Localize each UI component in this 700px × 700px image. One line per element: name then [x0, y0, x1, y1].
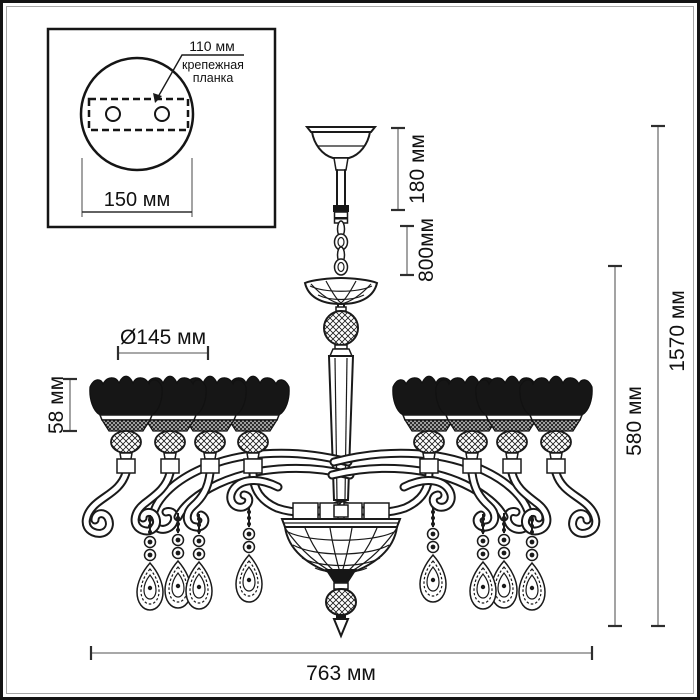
mounting-hole-right	[154, 106, 170, 122]
inner-frame-line	[6, 6, 694, 694]
inset-border	[46, 27, 277, 229]
dimension-body-height: 580 мм	[608, 264, 646, 628]
base-width-label: 150 мм	[104, 189, 170, 211]
mounting-plate	[87, 97, 190, 132]
dimension-total-width: 763 мм	[89, 646, 594, 685]
dim-body-height-label: 580 мм	[623, 386, 646, 456]
crystal-basket	[280, 518, 402, 583]
crystal-bobeche	[303, 276, 379, 312]
leader-arrowhead	[153, 93, 162, 103]
dimension-shade-height: 58 мм	[45, 376, 77, 434]
dimension-total-height: 1570 мм	[651, 124, 689, 628]
finial-spike	[332, 618, 350, 639]
arm-assembly-left	[86, 375, 350, 611]
mounting-hole-left	[105, 106, 121, 122]
chain	[333, 220, 349, 276]
dim-canopy-label: 180 мм	[406, 134, 429, 204]
hub-band	[292, 502, 390, 522]
dim-total-height-label: 1570 мм	[666, 290, 689, 371]
suspension-rod	[333, 169, 349, 224]
dim-shade-height-label: 58 мм	[45, 376, 68, 434]
faceted-crystal-ball	[323, 306, 359, 357]
dimension-canopy-section: 180 мм	[391, 126, 429, 212]
dim-shade-diameter-label: Ø145 мм	[120, 326, 206, 349]
arm-assembly-right	[332, 376, 596, 610]
finial	[325, 582, 357, 639]
ceiling-base-circle	[79, 56, 195, 172]
dim-suspension-label: 800мм	[415, 218, 438, 282]
pendant-drop	[235, 506, 263, 603]
chandelier-drawing	[86, 126, 596, 639]
plate-label-line1: крепежная	[182, 58, 244, 72]
plate-label-line2: планка	[193, 71, 234, 85]
mounting-plate-inset: 110 мм крепежная планка 150 мм	[46, 27, 277, 229]
dimension-shade-diameter: Ø145 мм	[116, 326, 210, 360]
dimension-suspension: 800мм	[400, 218, 438, 282]
leader-line	[157, 54, 244, 98]
ceiling-canopy	[304, 126, 378, 171]
dim-total-width-label: 763 мм	[306, 662, 376, 685]
hole-spacing-label: 110 мм	[189, 38, 234, 54]
